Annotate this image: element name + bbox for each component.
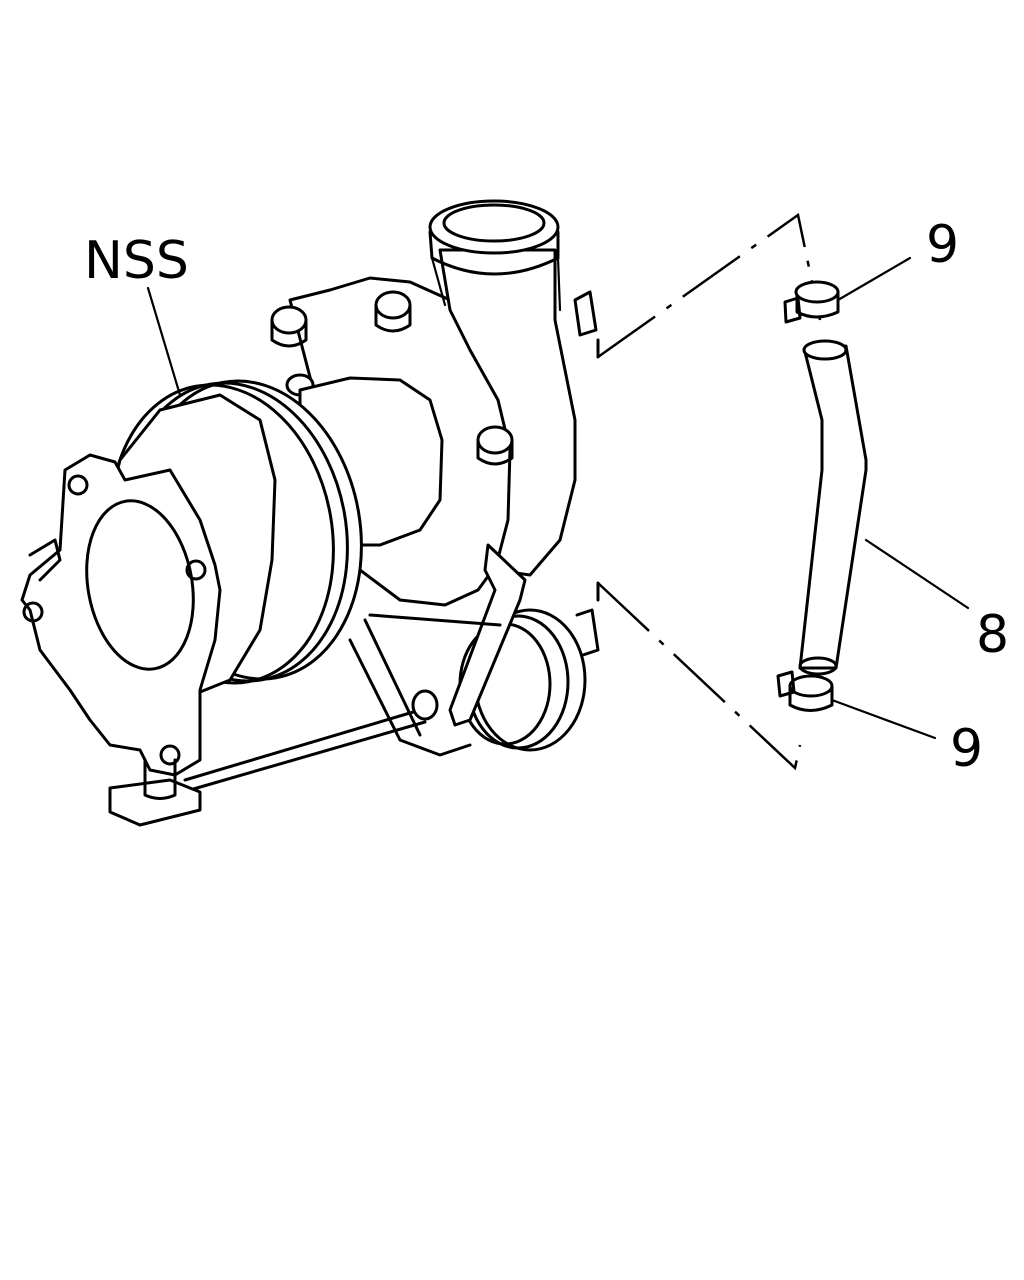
outlet-elbow xyxy=(438,248,577,577)
leader-hose xyxy=(864,538,970,610)
label-clamp-bottom: 9 xyxy=(950,719,983,779)
leader-clamp-top xyxy=(836,256,912,302)
hose-clamp-top xyxy=(783,280,840,324)
label-clamp-top: 9 xyxy=(926,215,959,275)
outlet-flange xyxy=(428,199,560,255)
housing-bolt xyxy=(476,425,514,466)
leader-bracket xyxy=(596,212,822,771)
support-rod xyxy=(183,708,427,792)
hose-clamp-bottom xyxy=(776,670,834,712)
housing-bolt xyxy=(374,290,412,333)
actuator-bracket xyxy=(448,543,527,727)
leader-nss xyxy=(146,286,182,397)
hose xyxy=(798,339,868,676)
leader-clamp-bottom xyxy=(830,698,937,740)
turbocharger-assembly xyxy=(20,199,600,827)
label-nss: NSS xyxy=(84,231,189,291)
label-hose: 8 xyxy=(976,605,1009,665)
oil-drain-flange xyxy=(108,778,202,827)
housing-bolt xyxy=(270,305,308,348)
